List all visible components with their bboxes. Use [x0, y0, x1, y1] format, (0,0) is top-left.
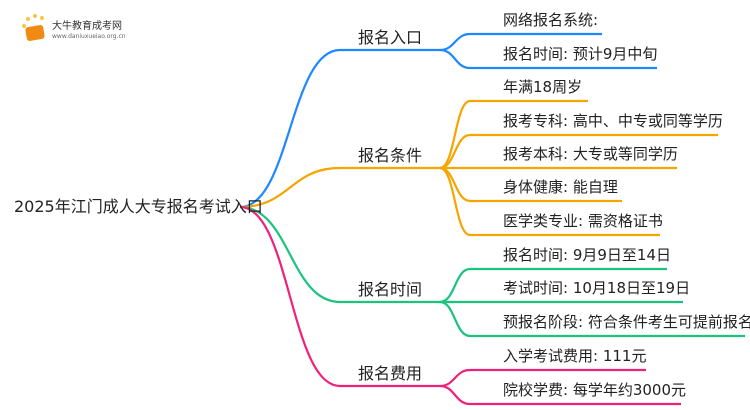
logo-url: www.daniuxueiao.org.cn: [52, 33, 126, 40]
root-node: 2025年江门成人大专报名考试入口: [14, 197, 263, 216]
leaf: 院校学费: 每学年约3000元: [503, 381, 686, 399]
branch-time: 报名时间: [358, 280, 423, 299]
leaf: 预报名阶段: 符合条件考生可提前报名: [503, 313, 750, 331]
leaf: 报名时间: 9月9日至14日: [503, 246, 671, 264]
leaf: 报考本科: 大专或等同学历: [503, 145, 678, 163]
branch-fee: 报名费用: [358, 364, 423, 383]
leaf: 考试时间: 10月18日至19日: [503, 279, 691, 297]
leaf: 医学类专业: 需资格证书: [503, 212, 663, 230]
leaf: 入学考试费用: 111元: [503, 347, 647, 365]
branch-entry: 报名入口: [358, 28, 423, 47]
book-logo-icon: [22, 14, 45, 41]
leaf: 网络报名系统:: [503, 11, 599, 29]
leaf: 报考专科: 高中、中专或同等学历: [503, 112, 723, 130]
leaf: 身体健康: 能自理: [503, 178, 618, 196]
branch-conditions: 报名条件: [358, 146, 423, 165]
leaf: 年满18周岁: [503, 78, 583, 96]
leaf: 报名时间: 预计9月中旬: [503, 45, 658, 63]
logo-name: 大牛教育成考网: [52, 21, 122, 32]
